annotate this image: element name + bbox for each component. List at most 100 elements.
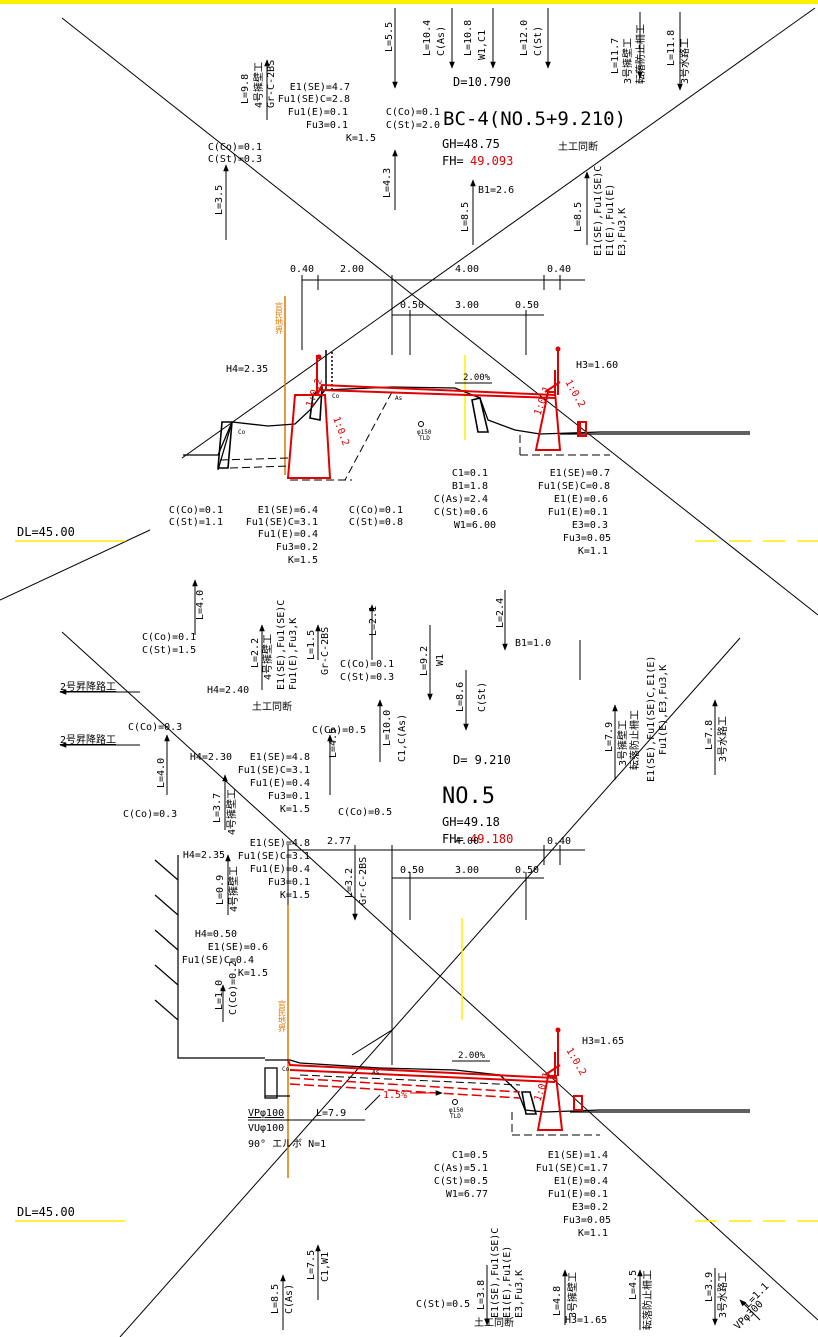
lower-gh: GH=49.18 (442, 815, 500, 829)
upper-bottom-e-1: E1(SE)=0.7 (550, 468, 610, 479)
top-label-5: W1,C1 (477, 30, 488, 60)
mid-text-9: Gr-C-2BS (320, 627, 331, 675)
mid-text-7: Fu1(E),Fu3,K (288, 618, 299, 690)
foot-text-9: L=4.8 (552, 1286, 563, 1316)
upper-distance: D=10.790 (453, 75, 511, 89)
mid-text-3: C(St)=1.5 (142, 645, 196, 656)
lower-same-label: 土工同断 (474, 1316, 514, 1329)
lower-h3: H3=1.65 (582, 1036, 624, 1047)
mid-text-31: L=0.9 (215, 875, 226, 905)
upper-dim-7: 0.50 (515, 300, 539, 311)
upper-bottom-d-5: W1=6.00 (454, 520, 496, 531)
top-label-19: L=8.5 (573, 202, 584, 232)
lower-dim-5: 3.00 (455, 865, 479, 876)
upper-bottom-d-1: C1=0.1 (452, 468, 488, 479)
lower-station-name: NO.5 (442, 784, 495, 809)
foot-text-4: C(As) (284, 1284, 295, 1314)
upper-station-name: BC-4(NO.5+9.210) (443, 108, 626, 130)
foot-text-1: L=7.5 (306, 1250, 317, 1280)
lower-dim-2: 4.00 (455, 836, 479, 847)
mid-text-37: 転落防止柵工 (628, 710, 641, 770)
upper-bottom-b-2: Fu1(SE)C=3.1 (246, 517, 318, 528)
upper-slope-2: 1:0.2 (330, 415, 351, 447)
top-label-4: L=10.8 (463, 20, 474, 56)
lower-bottom-a-4: W1=6.77 (446, 1189, 488, 1200)
mid-text-10: L=2.1 (368, 606, 379, 636)
mid-block1-2: E1(SE)=4.8 (250, 752, 310, 763)
lower-bottom-b-5: E3=0.2 (572, 1202, 608, 1213)
mid-text-20: C(St) (477, 682, 488, 712)
mid-text-8: L=1.5 (306, 630, 317, 660)
mid-block2-5: Fu3=0.1 (268, 877, 310, 888)
lower-bottom-b-3: E1(E)=0.4 (554, 1176, 608, 1187)
upper-bottom-b-4: Fu3=0.2 (276, 542, 318, 553)
lower-h3-bottom: H3=1.65 (565, 1315, 607, 1326)
top-label-9: 3号擁壁工 (621, 38, 634, 84)
upper-co-label: Co (332, 393, 340, 400)
upper-dim-4: 0.40 (547, 264, 571, 275)
upper-left-block-4: Fu3=0.1 (306, 120, 348, 131)
mid-block1-5: Fu3=0.1 (268, 791, 310, 802)
mid-block3-4: K=1.5 (238, 968, 268, 979)
mid-text-41: 3号水路工 (716, 716, 729, 762)
top-label-20: E1(SE),Fu1(SE)C (593, 166, 604, 256)
lower-pipe: φ150 (449, 1107, 464, 1114)
mid-block1-4: Fu1(E)=0.4 (250, 778, 310, 789)
top-label-12: 3号水路工 (678, 38, 691, 84)
upper-bottom-b-3: Fu1(E)=0.4 (258, 529, 318, 540)
mid-text-27: C(Co)=0.3 (123, 809, 177, 820)
upper-bottom-e-3: E1(E)=0.6 (554, 494, 608, 505)
mid-block1-6: K=1.5 (280, 804, 310, 815)
lower-pipe-note-3: VUφ100 (248, 1123, 284, 1134)
top-label-3: C(As) (436, 26, 447, 56)
top-label-8: L=11.7 (610, 38, 621, 74)
foot-text-8: E3,Fu3,K (514, 1270, 525, 1318)
mid-text-33: L=3.2 (344, 868, 355, 898)
top-label-21: E1(E),Fu1(E) (605, 184, 616, 256)
upper-bottom-e-6: Fu3=0.05 (563, 533, 611, 544)
mid-text-28: C(Co)=0.5 (338, 807, 392, 818)
top-label-7: C(St) (533, 26, 544, 56)
mid-block2-1: H4=2.35 (183, 850, 225, 861)
lower-datum: DL=45.00 (17, 1205, 75, 1219)
mid-text-11: C(Co)=0.1 (340, 659, 394, 670)
upper-bottom-d-2: B1=1.8 (452, 481, 488, 492)
upper-dim-1: 0.40 (290, 264, 314, 275)
upper-bottom-c-2: C(St)=0.8 (349, 517, 403, 528)
upper-bottom-b-5: K=1.5 (288, 555, 318, 566)
lower-as-label: As (372, 1069, 380, 1076)
foot-text-5: L=3.8 (476, 1280, 487, 1310)
foot-text-2: C1,W1 (320, 1252, 331, 1282)
lower-fh-value: 49.180 (470, 832, 513, 846)
upper-mid-block-1: C(Co)=0.1 (386, 107, 440, 118)
upper-dim-5: 0.50 (400, 300, 424, 311)
foot-text-12: 転落防止柵工 (641, 1270, 654, 1330)
top-label-1: L=5.5 (384, 22, 395, 52)
lower-dim-6: 0.50 (515, 865, 539, 876)
upper-b1: B1=2.6 (478, 185, 514, 196)
mid-block1-3: Fu1(SE)C=3.1 (238, 765, 310, 776)
mid-text-26: L=4.5 (328, 728, 339, 758)
mid-text-30: 4号擁壁工 (225, 789, 238, 835)
lower-left-vert-2: C(Co)=0.2 (228, 961, 239, 1015)
mid-text-35: L=7.9 (604, 722, 615, 752)
top-label-14: 4号擁壁工 (252, 62, 265, 108)
lower-bottom-a-2: C(As)=5.1 (434, 1163, 488, 1174)
lower-bottom-a-3: C(St)=0.5 (434, 1176, 488, 1187)
upper-left-side-1: C(Co)=0.1 (208, 142, 262, 153)
mid-text-6: E1(SE),Fu1(SE)C (276, 600, 287, 690)
foot-text-7: E1(E),Fu1(E) (502, 1246, 513, 1318)
lower-fh-label: FH= (442, 832, 464, 846)
lower-left-vert-1: L=1.0 (214, 980, 225, 1010)
mid-block3-2: E1(SE)=0.6 (208, 942, 268, 953)
mid-text-4: L=2.2 (250, 638, 261, 668)
mid-text-18: 土工同断 (252, 700, 292, 713)
upper-fh-label: FH= (442, 154, 464, 168)
lower-tld: TLD (450, 1113, 461, 1120)
lower-section: D= 9.210 NO.5 GH=49.18 FH= 49.180 2.77 4… (15, 753, 818, 1332)
mid-block2-4: Fu1(E)=0.4 (250, 864, 310, 875)
mid-block3-3: Fu1(SE)C=0.4 (182, 955, 254, 966)
upper-left-block-2: Fu1(SE)C=2.8 (278, 94, 350, 105)
top-highlight-band (0, 0, 818, 4)
mid-text-36: 3号擁壁工 (616, 720, 629, 766)
